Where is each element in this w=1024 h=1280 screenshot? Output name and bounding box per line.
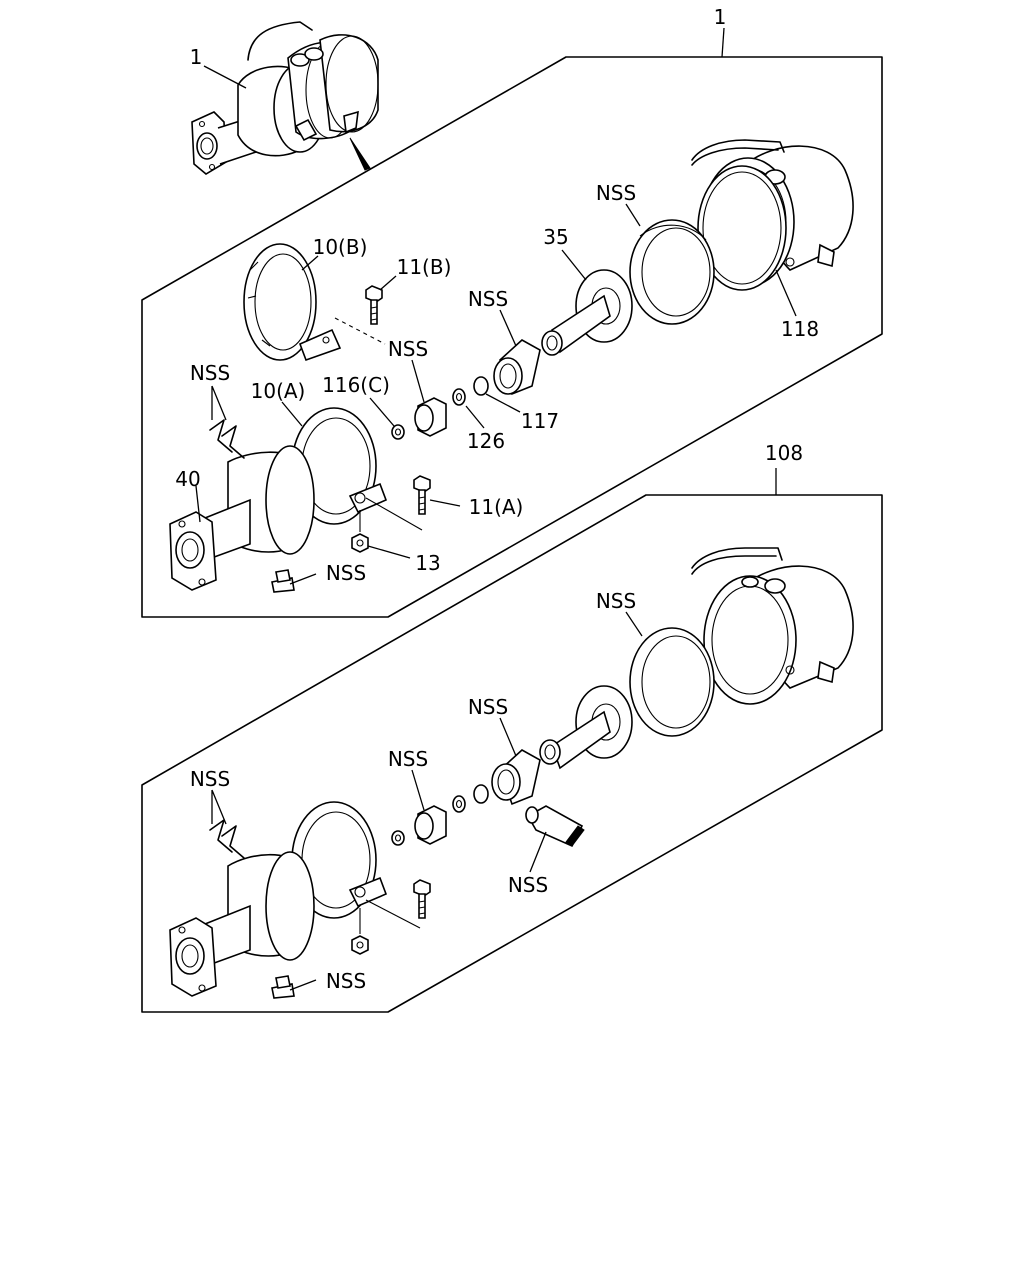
label-washer-126: 126 — [467, 429, 505, 453]
label-oring-117: 117 — [521, 409, 559, 433]
label-nss-plug-top: NSS — [326, 561, 366, 585]
boot-sleeve-top — [493, 339, 541, 396]
push-rod-plate-35-top — [541, 269, 633, 356]
leader-clamp-a-bolt — [365, 497, 423, 531]
nut-13-top — [351, 533, 369, 553]
label-pipe-40: 40 — [175, 467, 200, 491]
pipe-40-top — [169, 445, 315, 591]
clamp-10b-top — [243, 243, 342, 362]
bush-bottom — [414, 805, 447, 845]
gaskets-bottom — [209, 819, 245, 859]
washer-116c-top — [391, 424, 405, 440]
label-nss-bush-bottom: NSS — [388, 747, 428, 771]
label-nss-ring-top: NSS — [596, 181, 636, 205]
nut-bottom — [351, 935, 369, 955]
diaphragm-ring-top — [629, 219, 715, 325]
label-nss-valve-bottom: NSS — [508, 873, 548, 897]
label-nss-sleeve-top: NSS — [468, 287, 508, 311]
push-rod-plate-bottom — [539, 685, 633, 770]
explode-arrow — [349, 137, 371, 171]
washer-126-bottom — [452, 795, 466, 813]
o-ring-117-top — [473, 376, 489, 396]
boot-sleeve-bottom — [491, 749, 541, 806]
label-nss-gaskets-top: NSS — [190, 361, 230, 385]
washer-116c-bottom — [391, 830, 405, 846]
label-nss-sleeve-bottom: NSS — [468, 695, 508, 719]
washer-126-top — [452, 388, 466, 406]
label-part-35: 35 — [543, 225, 568, 249]
label-washer-116c: 116(C) — [322, 373, 390, 397]
label-clamp-10b: 10(B) — [313, 235, 368, 259]
bolt-bottom — [413, 879, 431, 919]
panel-outline-bottom — [141, 494, 883, 1013]
pipe-bottom — [169, 851, 315, 997]
panel-outline-top — [141, 56, 883, 618]
label-seal-118: 118 — [781, 317, 819, 341]
label-nss-ring-bottom: NSS — [596, 589, 636, 613]
valve-bottom — [525, 805, 585, 848]
gaskets-top — [209, 419, 245, 459]
leader-clamp-b-bolt — [334, 317, 386, 345]
plug-top — [271, 569, 295, 593]
seal-118-top — [697, 165, 787, 291]
o-ring-bottom — [473, 784, 489, 804]
label-clamp-10a: 10(A) — [251, 379, 306, 403]
label-nut-13: 13 — [415, 551, 440, 575]
diaphragm-ring-bottom — [629, 627, 715, 737]
label-assy-top: 1 — [190, 45, 203, 69]
label-bolt-11a: 11(A) — [469, 495, 524, 519]
assembled-unit-top — [191, 21, 379, 175]
bolt-11b-top — [365, 285, 383, 325]
label-nss-plug-bottom: NSS — [326, 969, 366, 993]
label-assy-main: 1 — [714, 5, 727, 29]
plug-bottom — [271, 975, 295, 999]
label-assy-108: 108 — [765, 441, 803, 465]
chamber-housing-bottom — [691, 547, 854, 705]
label-nss-gaskets-bottom: NSS — [190, 767, 230, 791]
label-nss-bush-top: NSS — [388, 337, 428, 361]
bolt-11a-top — [413, 475, 431, 515]
label-bolt-11b: 11(B) — [397, 255, 452, 279]
bush-top — [414, 397, 447, 437]
